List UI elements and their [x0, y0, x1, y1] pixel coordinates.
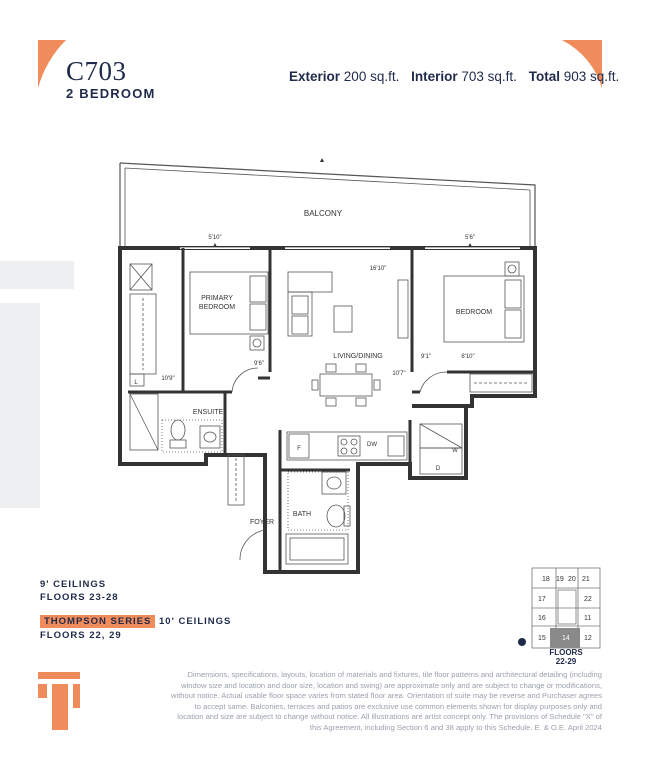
linen-label: L — [134, 380, 138, 386]
foyer — [227, 454, 266, 561]
dishwasher-label: DW — [367, 442, 377, 448]
exterior-label: Exterior — [289, 69, 341, 84]
keyplan-unit-17: 17 — [538, 596, 546, 603]
watermark-logo — [0, 261, 74, 508]
corner-bracket-right — [562, 40, 602, 88]
primary-bedroom-label-1: PRIMARY — [201, 295, 233, 302]
dim-living-width: 10'7" — [392, 371, 405, 377]
area-summary: Exterior 200 sq.ft. Interior 703 sq.ft. … — [289, 69, 619, 84]
keyplan-unit-14: 14 — [562, 635, 570, 642]
interior-value: 703 sq.ft. — [461, 69, 517, 84]
balcony — [119, 162, 536, 246]
bath-fixtures — [285, 471, 351, 565]
foyer-label: FOYER — [250, 519, 274, 526]
fridge-label: F — [297, 446, 301, 452]
exterior-value: 200 sq.ft. — [343, 69, 400, 84]
dryer-label: D — [436, 466, 441, 472]
series-ceiling-floors: FLOORS 22, 29 — [40, 630, 122, 641]
keyplan-floors: FLOORS 22-29 — [542, 648, 590, 666]
keyplan-unit-22: 22 — [584, 596, 592, 603]
compass-icon — [518, 638, 526, 646]
dim-primary-width: 5'10" — [208, 235, 221, 241]
living-furniture — [287, 271, 409, 407]
primary-bedroom-label-2: BEDROOM — [199, 304, 235, 311]
keyplan-unit-15: 15 — [538, 635, 546, 642]
dim-bedroom-width: 5'6" — [465, 235, 475, 241]
series-name-badge: THOMPSON SERIES — [40, 615, 156, 628]
legal-disclaimer: Dimensions, specifications, layouts, loc… — [171, 670, 602, 732]
series-ceiling: THOMPSON SERIES 10' CEILINGS — [40, 615, 232, 628]
keyplan-floors-range: 22-29 — [555, 657, 577, 666]
interior-label: Interior — [411, 69, 458, 84]
keyplan: 18 19 20 21 17 22 16 11 15 14 12 — [518, 567, 601, 649]
dim-bedroom-depth: 9'1" — [421, 354, 431, 360]
dim-primary-depth: 9'6" — [254, 361, 264, 367]
keyplan-unit-16: 16 — [538, 615, 546, 622]
ensuite-fixtures — [129, 393, 223, 453]
interior-walls — [128, 248, 535, 572]
arrow-icons — [213, 158, 472, 247]
keyplan-floors-label: FLOORS — [549, 648, 583, 657]
keyplan-unit-19: 19 — [556, 576, 564, 583]
kitchen — [286, 423, 463, 475]
keyplan-unit-11: 11 — [584, 615, 591, 622]
header-decor — [38, 40, 602, 88]
keyplan-unit-12: 12 — [584, 635, 592, 642]
series-ceiling-height: 10' CEILINGS — [159, 616, 232, 627]
washer-label: W — [452, 448, 458, 454]
unit-type: 2 BEDROOM — [66, 86, 156, 101]
keyplan-highlight — [550, 628, 580, 648]
dim-primary-length: 10'9" — [161, 376, 174, 382]
total-value: 903 sq.ft. — [563, 69, 620, 84]
standard-ceiling-floors: FLOORS 23-28 — [40, 592, 119, 603]
total-label: Total — [528, 69, 560, 84]
primary-bedroom-furniture — [129, 263, 269, 393]
keyplan-unit-20: 20 — [568, 576, 576, 583]
corner-bracket-left — [38, 40, 66, 88]
living-dining-label: LIVING/DINING — [333, 353, 382, 360]
keyplan-unit-18: 18 — [542, 576, 550, 583]
dim-bedroom-length: 8'10" — [461, 354, 474, 360]
keyplan-unit-21: 21 — [582, 576, 590, 583]
bedroom-furniture — [419, 261, 533, 393]
brand-logo — [38, 672, 80, 730]
unit-name: C703 — [66, 56, 127, 86]
dim-living-length: 16'10" — [370, 266, 387, 272]
ensuite-label: ENSUITE — [193, 409, 224, 416]
bedroom-label: BEDROOM — [456, 309, 492, 316]
standard-ceiling-height: 9' CEILINGS — [40, 579, 107, 590]
bath-label: BATH — [293, 511, 311, 518]
floor-plan: BALCONY — [118, 158, 537, 574]
balcony-label: BALCONY — [304, 209, 343, 218]
